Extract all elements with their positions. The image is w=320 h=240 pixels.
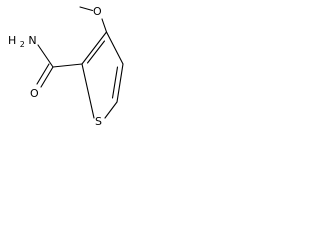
amide-subscript-label: 2 <box>20 40 25 49</box>
bond-carbonyl-c-o-inner <box>36 63 50 85</box>
amide-nh2-label: H 2 N <box>8 34 37 50</box>
carbonyl-oxygen-label: O <box>30 87 39 100</box>
thiophene-sulfur-label: S <box>95 115 102 128</box>
bond-c4-c5 <box>116 63 124 103</box>
molecule-structure: H 2 N O O S <box>8 5 124 128</box>
bond-carbonyl-c-n <box>37 44 54 68</box>
bond-c4-c5-inner <box>111 66 119 99</box>
bond-methoxy-o-c3 <box>101 18 108 33</box>
amide-h-label: H <box>8 34 16 47</box>
bond-c3-c2 <box>81 31 108 65</box>
bond-methyl-methoxy-o <box>79 6 94 12</box>
bond-s-c2 <box>81 63 95 119</box>
bond-c3-c2-inner <box>86 40 106 64</box>
bond-c2-carbonyl-c <box>52 63 83 68</box>
bond-c3-c4 <box>105 31 124 65</box>
bond-c5-s <box>104 101 118 119</box>
methoxy-oxygen-label: O <box>93 5 102 18</box>
amide-n-label: N <box>28 34 36 47</box>
bond-carbonyl-c-o <box>40 66 54 88</box>
